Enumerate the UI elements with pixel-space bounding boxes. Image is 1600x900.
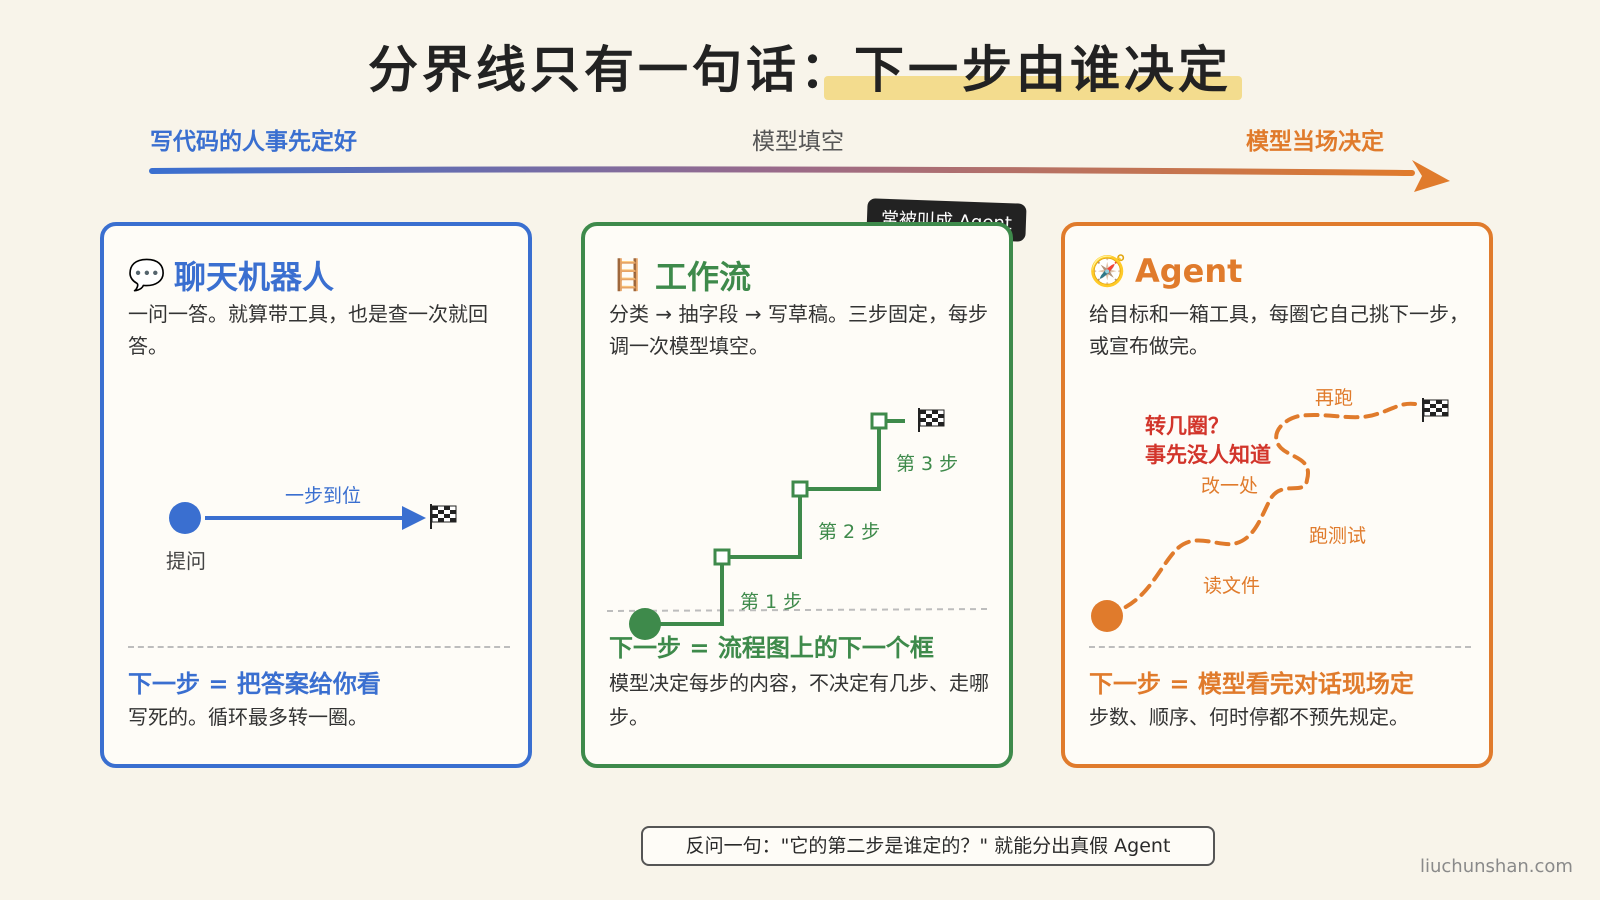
workflow-finish-flag-icon	[918, 408, 945, 432]
title-area: 分界线只有一句话：下一步由谁决定	[0, 30, 1600, 102]
agent-question-line-1: 转几圈？	[1145, 414, 1229, 438]
spectrum-left-label: 写代码的人事先定好	[150, 129, 357, 155]
card-chatbot: 💬 聊天机器人 一问一答。就算带工具，也是查一次就回答。 一步到位 提问 下一步…	[100, 222, 532, 768]
page-title-part2-highlighted: 下一步由谁决定	[854, 41, 1232, 99]
chatbot-diagram: 一步到位 提问	[166, 485, 457, 573]
workflow-step-1-label: 第 1 步	[740, 591, 802, 613]
workflow-box-step-2	[791, 480, 809, 498]
workflow-start-dot	[629, 608, 661, 640]
card-chatbot-header: 💬 聊天机器人	[128, 252, 334, 298]
footer-question-box: 反问一句："它的第二步是谁定的？" 就能分出真假 Agent	[641, 826, 1215, 866]
compass-icon: 🧭	[1089, 253, 1127, 289]
workflow-box-step-1	[713, 548, 731, 566]
card-workflow-rule-desc: 模型决定每步的内容，不决定有几步、走哪步。	[609, 671, 989, 729]
card-workflow-desc: 分类 → 抽字段 → 写草稿。三步固定，每步调一次模型填空。	[609, 302, 988, 358]
card-workflow-header: 🪜 工作流	[609, 252, 751, 298]
card-agent-title: Agent	[1135, 252, 1243, 290]
card-agent-rule: 下一步 = 模型看完对话现场定	[1089, 670, 1414, 698]
chatbot-start-label: 提问	[166, 549, 206, 573]
agent-finish-flag-icon	[1422, 398, 1449, 422]
title-highlight-marker	[824, 76, 1242, 100]
agent-winding-path	[1105, 401, 1417, 616]
card-workflow: 🪜 工作流 分类 → 抽字段 → 写草稿。三步固定，每步调一次模型填空。 第 1…	[581, 222, 1013, 768]
card-chatbot-rule: 下一步 = 把答案给你看	[128, 670, 381, 698]
spectrum-arrowhead	[1412, 160, 1450, 192]
spectrum-middle-label: 模型填空	[752, 129, 844, 155]
workflow-step-2-label: 第 2 步	[818, 521, 880, 543]
agent-start-dot	[1091, 600, 1123, 632]
spectrum-arrow	[149, 160, 1450, 192]
card-chatbot-divider	[128, 646, 510, 648]
workflow-staircase-path	[645, 419, 905, 626]
card-agent-desc: 给目标和一箱工具，每圈它自己挑下一步，或宣布做完。	[1089, 302, 1469, 358]
chatbot-start-dot	[169, 502, 201, 534]
workflow-baseline	[606, 608, 992, 612]
chatbot-arrowhead	[402, 506, 426, 530]
workflow-step-3-label: 第 3 步	[896, 453, 958, 475]
ladder-icon: 🪜	[609, 257, 647, 293]
page-title-part1: 分界线只有一句话：	[368, 41, 854, 99]
card-chatbot-title: 聊天机器人	[174, 258, 335, 296]
card-agent: 🧭 Agent 给目标和一箱工具，每圈它自己挑下一步，或宣布做完。 转几圈？ 事…	[1061, 222, 1493, 768]
workflow-diagram: 第 1 步 第 2 步 第 3 步	[606, 408, 992, 640]
spectrum-right-label: 模型当场决定	[1246, 129, 1384, 155]
page-title: 分界线只有一句话：下一步由谁决定	[368, 30, 1242, 102]
card-workflow-title: 工作流	[655, 258, 752, 296]
card-chatbot-rule-desc: 写死的。循环最多转一圈。	[128, 705, 368, 729]
agent-step-fix-label: 改一处	[1201, 475, 1258, 497]
speech-bubble-icon: 💬	[128, 257, 166, 293]
agent-step-test-label: 跑测试	[1309, 525, 1366, 547]
agent-question-line-2: 事先没人知道	[1145, 443, 1271, 467]
agent-diagram: 转几圈？ 事先没人知道 读文件 跑测试 改一处 再跑	[1091, 387, 1449, 632]
workflow-box-step-3	[870, 412, 888, 430]
chatbot-finish-flag-icon	[430, 504, 457, 529]
card-agent-rule-desc: 步数、顺序、何时停都不预先规定。	[1089, 705, 1409, 729]
card-workflow-rule: 下一步 = 流程图上的下一个框	[609, 634, 934, 662]
agent-step-rerun-label: 再跑	[1315, 387, 1353, 409]
card-agent-divider	[1089, 646, 1471, 648]
card-agent-header: 🧭 Agent	[1089, 252, 1242, 290]
chatbot-arrow-label: 一步到位	[285, 485, 361, 507]
footer-site-credit: liuchunshan.com	[1420, 856, 1573, 877]
card-chatbot-desc: 一问一答。就算带工具，也是查一次就回答。	[128, 302, 488, 358]
agent-step-read-label: 读文件	[1203, 575, 1260, 597]
spectrum-line	[149, 166, 1415, 176]
